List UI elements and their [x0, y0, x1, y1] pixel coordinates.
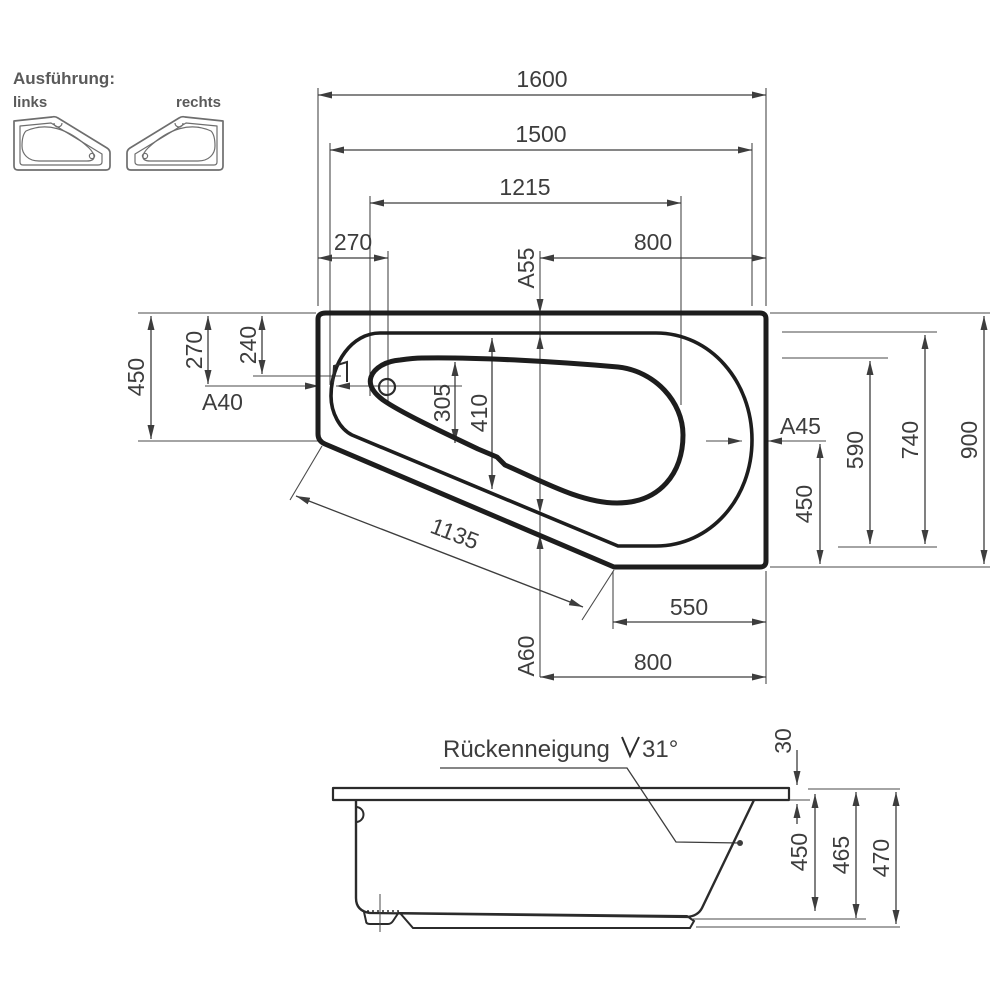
dim-width-well-label: 1215 — [499, 174, 550, 200]
dim-faucet-span-label: 800 — [634, 229, 672, 255]
legend-variant-right-label: rechts — [176, 94, 221, 111]
dim-rim-height-label: 740 — [897, 421, 923, 459]
leader-dot — [737, 840, 743, 846]
dimension-lines — [147, 91, 988, 681]
section-foot-detail — [363, 911, 400, 925]
dim-overflow-pos-label: A45 — [780, 413, 821, 439]
dim-well-depth-front-label: 305 — [429, 384, 455, 422]
dim-right-offset-label: 450 — [791, 485, 817, 523]
dim-height-overall-label: 900 — [956, 421, 982, 459]
dim-width-overall-label: 1600 — [516, 66, 567, 92]
tub-well-outline — [367, 355, 686, 506]
dim-bottom-edge-label: 550 — [670, 594, 708, 620]
dim-bottom-span-label: 800 — [634, 649, 672, 675]
dim-inner-depth-label: 450 — [786, 833, 812, 871]
dim-rim-offset-y-label: 240 — [235, 326, 261, 364]
backrest-leader-line — [440, 767, 741, 844]
dim-outlet-pos-label: A60 — [513, 636, 539, 677]
pointer-arrowheads — [305, 299, 782, 549]
dim-faucet-pos-label: A55 — [513, 248, 539, 289]
variant-legend: Ausführung: links rechts — [13, 69, 224, 171]
dim-height-total-label: 470 — [868, 839, 894, 877]
dim-height-mid-label: 465 — [828, 836, 854, 874]
dim-drain-offset-x-label: 270 — [334, 229, 372, 255]
section-view: Rückenneigung 31° 30 — [331, 728, 900, 932]
dim-well-height-label: 590 — [842, 431, 868, 469]
dim-well-depth-back-label: 410 — [466, 394, 492, 432]
backrest-label: Rückenneigung — [443, 736, 610, 763]
legend-title: Ausführung: — [13, 69, 115, 88]
dim-width-rim-label: 1500 — [515, 121, 566, 147]
backrest-angle-label: 31° — [642, 736, 678, 763]
drain-icon — [377, 377, 397, 397]
slope-angle-icon — [621, 736, 640, 759]
legend-variant-left-label: links — [13, 94, 47, 111]
overflow-icon — [355, 806, 365, 823]
dim-left-height-label: 450 — [123, 358, 149, 396]
section-left-wall — [354, 800, 371, 915]
section-dimension-lines — [793, 750, 900, 924]
tub-outer-outline — [315, 310, 769, 570]
rim-step-detail — [332, 360, 348, 384]
dim-drain-offset-y-label: 270 — [181, 331, 207, 369]
bathtub-left-variant-icon — [13, 115, 111, 171]
section-labels: 30 450 465 470 — [770, 728, 894, 877]
section-base-plate — [397, 911, 696, 929]
dim-drain-pos-label: A40 — [202, 389, 243, 415]
dim-rim-thickness-label: 30 — [770, 728, 796, 754]
section-extension-lines — [692, 788, 900, 928]
top-view-labels: 1600 1500 1215 270 800 A55 450 270 240 A… — [123, 66, 982, 676]
top-view: 1600 1500 1215 270 800 A55 450 270 240 A… — [123, 66, 990, 684]
